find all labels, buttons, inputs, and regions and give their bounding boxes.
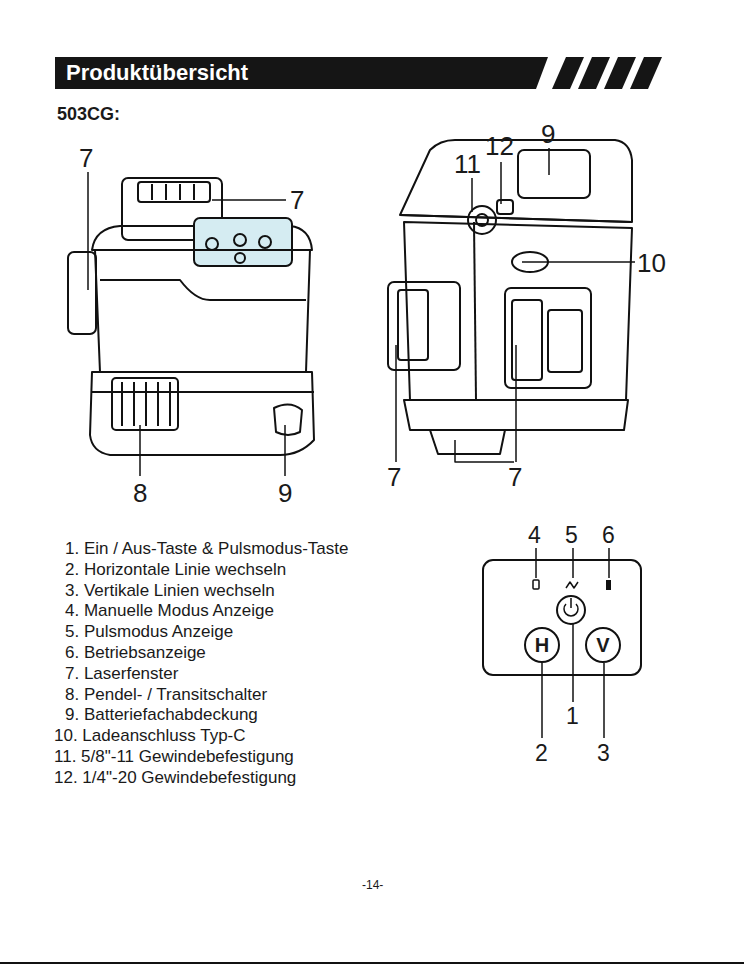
round-button: V — [585, 627, 621, 663]
laser-level-back — [388, 140, 632, 454]
callout-number: 4 — [528, 522, 541, 548]
parts-list-item: 1. Ein / Aus-Taste & Pulsmodus-Taste — [65, 539, 348, 559]
callout-number: 10 — [637, 249, 666, 279]
header-slash — [604, 57, 636, 89]
parts-list-item: 4. Manuelle Modus Anzeige — [65, 601, 274, 621]
callout-number: 3 — [597, 740, 610, 766]
callout-number: 6 — [602, 522, 615, 548]
callout-number: 5 — [565, 522, 578, 548]
callout-number: 2 — [535, 740, 548, 766]
parts-list-item: 7. Laserfenster — [65, 664, 178, 684]
callout-number: 9 — [541, 120, 555, 150]
callout-number: 7 — [290, 186, 304, 216]
parts-list-item: 10. Ladeanschluss Typ-C — [54, 726, 246, 746]
callout-number: 11 — [454, 150, 481, 180]
button-letter: H — [535, 635, 549, 655]
parts-list-item: 9. Batteriefachabdeckung — [65, 705, 258, 725]
header-slash — [578, 57, 610, 89]
callout-number: 12 — [485, 132, 514, 162]
parts-list-item: 8. Pendel- / Transitschalter — [65, 685, 267, 705]
callout-number: 7 — [387, 463, 401, 493]
control-panel — [483, 548, 641, 738]
header-slash — [630, 57, 662, 89]
button-letter: V — [596, 635, 609, 655]
callout-number: 7 — [79, 144, 93, 174]
callout-number: 9 — [278, 479, 292, 509]
round-button: H — [524, 627, 560, 663]
header-slash — [552, 57, 584, 89]
parts-list-item: 6. Betriebsanzeige — [65, 643, 206, 663]
parts-list-item: 11. 5/8"-11 Gewindebefestigung — [54, 747, 294, 767]
header-band — [55, 57, 548, 89]
parts-list-item: 12. 1/4"-20 Gewindebefestigung — [54, 768, 296, 788]
page-title: Produktübersicht — [66, 60, 248, 85]
callout-number: 8 — [133, 479, 147, 509]
callout-number: 7 — [508, 463, 522, 493]
page-number: -14- — [362, 879, 383, 893]
parts-list-item: 5. Pulsmodus Anzeige — [65, 622, 233, 642]
parts-list-item: 2. Horizontale Linie wechseln — [65, 560, 286, 580]
callout-number: 1 — [566, 703, 579, 729]
model-name: 503CG: — [57, 104, 120, 125]
laser-level-front — [68, 178, 314, 455]
parts-list-item: 3. Vertikale Linien wechseln — [65, 581, 275, 601]
